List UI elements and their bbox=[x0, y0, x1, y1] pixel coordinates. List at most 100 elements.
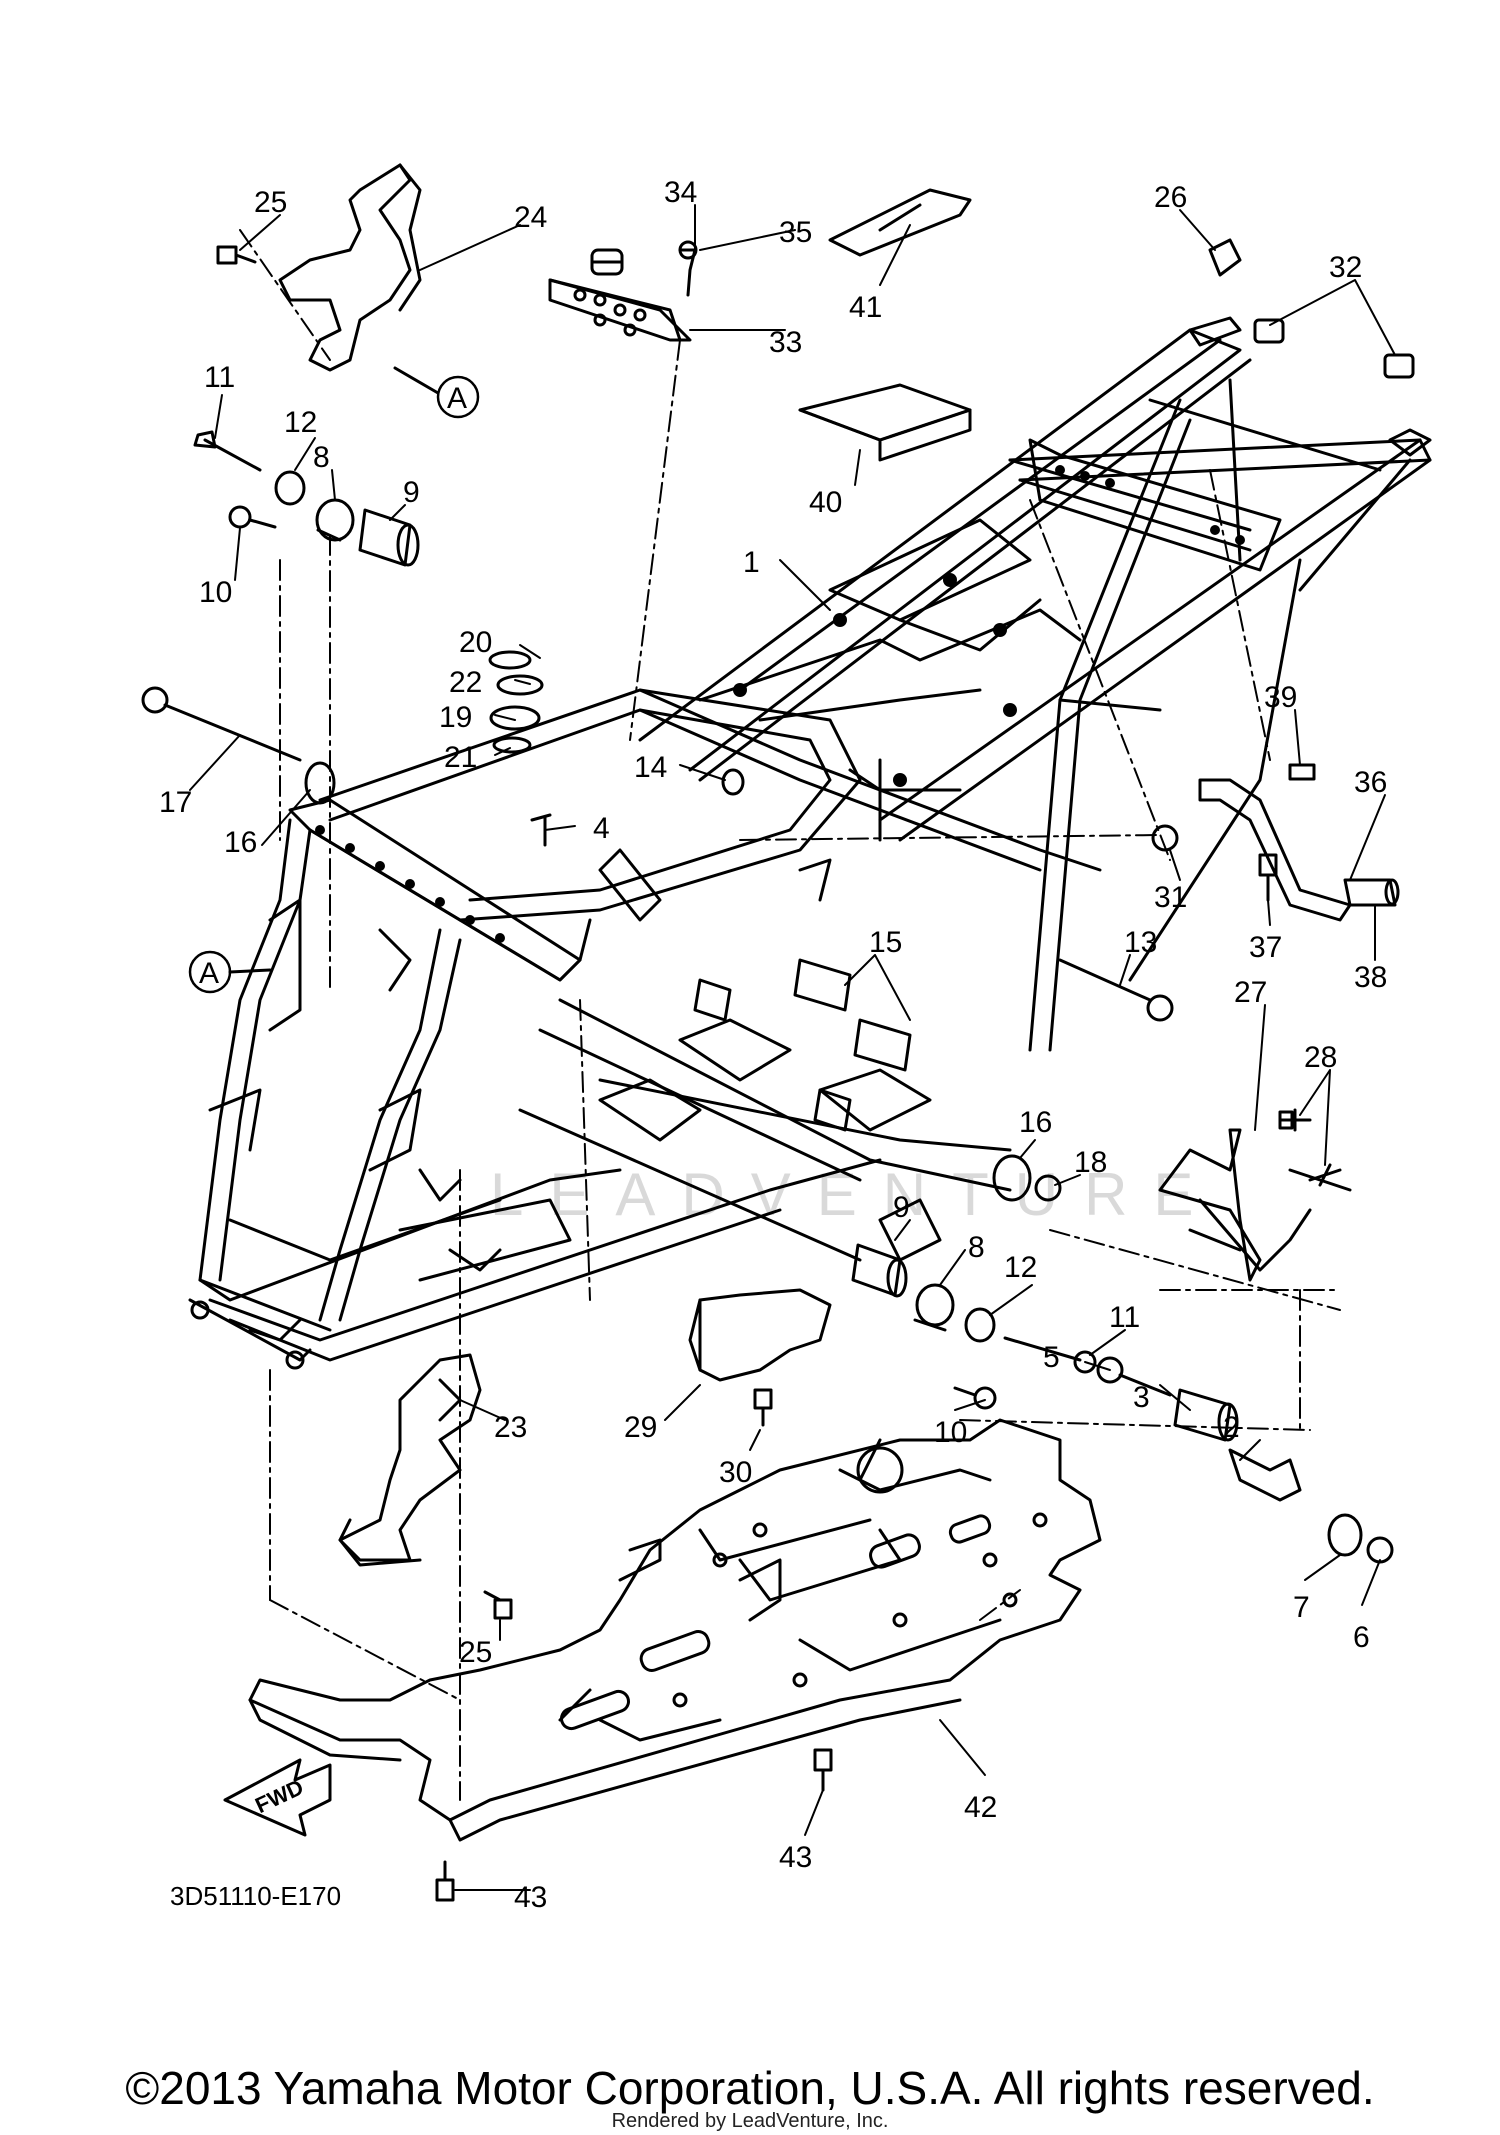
callout-c3: 3 bbox=[1133, 1381, 1150, 1414]
callout-labels: 1234567889910101111121213141516161718192… bbox=[159, 176, 1387, 1914]
callout-c35: 35 bbox=[779, 216, 812, 249]
callout-c12b: 12 bbox=[1004, 1251, 1037, 1284]
callout-c34: 34 bbox=[664, 176, 697, 209]
callout-c40: 40 bbox=[809, 486, 842, 519]
main-frame bbox=[188, 316, 1432, 1370]
svg-text:A: A bbox=[447, 382, 467, 415]
bolt-35 bbox=[678, 240, 698, 297]
callout-c23: 23 bbox=[494, 1411, 527, 1444]
callout-c21: 21 bbox=[444, 741, 477, 774]
callout-c7: 7 bbox=[1293, 1591, 1310, 1624]
callout-c5: 5 bbox=[1043, 1341, 1060, 1374]
callout-c15: 15 bbox=[869, 926, 902, 959]
callout-c8b: 8 bbox=[968, 1231, 985, 1264]
bolt-11-upper bbox=[193, 430, 262, 472]
bracket-27 bbox=[1158, 1128, 1312, 1282]
nut-18 bbox=[1034, 1174, 1062, 1202]
washer-14 bbox=[721, 768, 745, 796]
nut-39 bbox=[1288, 763, 1316, 781]
reference-lines bbox=[239, 229, 1341, 1801]
callout-c25a: 25 bbox=[254, 186, 287, 219]
callout-c16b: 16 bbox=[1019, 1106, 1052, 1139]
bolt-5 bbox=[1096, 1356, 1172, 1397]
bolt-25-lower bbox=[483, 1590, 513, 1620]
bolt-11-lower bbox=[1003, 1336, 1097, 1374]
callout-c10a: 10 bbox=[199, 576, 232, 609]
callout-c28: 28 bbox=[1304, 1041, 1337, 1074]
callout-c11a: 11 bbox=[204, 361, 235, 394]
nut-6 bbox=[1366, 1536, 1394, 1564]
bracket-24 bbox=[278, 163, 422, 372]
collar-31 bbox=[1151, 824, 1179, 852]
bolt-43-lower bbox=[435, 1860, 455, 1902]
callout-c17: 17 bbox=[159, 786, 192, 819]
callout-c4: 4 bbox=[593, 812, 610, 845]
plate-33 bbox=[548, 278, 692, 342]
bolts-28 bbox=[1278, 1108, 1352, 1192]
callout-c10b: 10 bbox=[934, 1416, 967, 1449]
bolt-10-upper bbox=[228, 505, 277, 529]
sleeve-38 bbox=[1343, 878, 1400, 907]
bushing-9-upper bbox=[358, 508, 420, 567]
clip-41 bbox=[828, 188, 972, 257]
callout-c2: 2 bbox=[1223, 1411, 1240, 1444]
callout-c31: 31 bbox=[1154, 881, 1187, 914]
bearings-19-22 bbox=[488, 650, 544, 754]
callout-c19: 19 bbox=[439, 701, 472, 734]
callout-c20: 20 bbox=[459, 626, 492, 659]
callout-c25b: 25 bbox=[459, 1636, 492, 1669]
clip-26 bbox=[1208, 238, 1242, 277]
callout-c24: 24 bbox=[514, 201, 547, 234]
fwd-arrow: FWD bbox=[223, 1758, 332, 1837]
callout-c14: 14 bbox=[634, 751, 667, 784]
bolt-30 bbox=[753, 1388, 773, 1427]
collar-8-lower bbox=[913, 1283, 955, 1332]
callout-c32: 32 bbox=[1329, 251, 1362, 284]
caps-32 bbox=[1253, 318, 1415, 379]
callout-c33: 33 bbox=[769, 326, 802, 359]
callout-c30: 30 bbox=[719, 1456, 752, 1489]
bushing-3 bbox=[1173, 1388, 1239, 1442]
callout-c41: 41 bbox=[849, 291, 882, 324]
callout-c43a: 43 bbox=[779, 1841, 812, 1874]
callout-c9b: 9 bbox=[893, 1191, 910, 1224]
reference-marker-a-upper: A bbox=[393, 366, 480, 419]
callout-c26: 26 bbox=[1154, 181, 1187, 214]
grommet-34 bbox=[590, 248, 624, 276]
callout-c13: 13 bbox=[1124, 926, 1157, 959]
bolt-25-upper bbox=[216, 245, 257, 265]
bolt-37 bbox=[1258, 853, 1278, 902]
leader-lines bbox=[189, 204, 1396, 1891]
bracket-2 bbox=[1228, 1448, 1302, 1502]
callout-c22: 22 bbox=[449, 666, 482, 699]
callout-c38: 38 bbox=[1354, 961, 1387, 994]
manual-40 bbox=[798, 383, 972, 462]
callout-c6: 6 bbox=[1353, 1621, 1370, 1654]
callout-c12a: 12 bbox=[284, 406, 317, 439]
copyright-notice: ©2013 Yamaha Motor Corporation, U.S.A. A… bbox=[125, 2062, 1375, 2114]
washer-7 bbox=[1327, 1513, 1363, 1557]
callout-c42: 42 bbox=[964, 1791, 997, 1824]
bolt-17 bbox=[141, 686, 302, 762]
bolt-43-right bbox=[813, 1748, 833, 1792]
callout-c39: 39 bbox=[1264, 681, 1297, 714]
reference-marker-a-lower: A bbox=[188, 950, 272, 994]
bolt-13 bbox=[1058, 958, 1174, 1022]
callout-c29: 29 bbox=[624, 1411, 657, 1444]
callout-c1: 1 bbox=[743, 546, 760, 579]
skid-plate-42 bbox=[248, 1418, 1102, 1842]
spacer-12-upper bbox=[274, 470, 306, 506]
bracket-36 bbox=[1198, 778, 1352, 922]
drawing-code: 3D51110-E170 bbox=[170, 1881, 341, 1911]
washer-16-upper bbox=[304, 761, 336, 805]
bolt-4 bbox=[530, 813, 552, 847]
callout-c37: 37 bbox=[1249, 931, 1282, 964]
washer-16-lower bbox=[992, 1154, 1032, 1202]
callout-c18: 18 bbox=[1074, 1146, 1107, 1179]
callout-c43b: 43 bbox=[514, 1881, 547, 1914]
bushing-9-lower bbox=[851, 1243, 908, 1298]
callout-c27: 27 bbox=[1234, 976, 1267, 1009]
svg-text:A: A bbox=[199, 957, 219, 990]
bushings-15 bbox=[693, 958, 912, 1132]
